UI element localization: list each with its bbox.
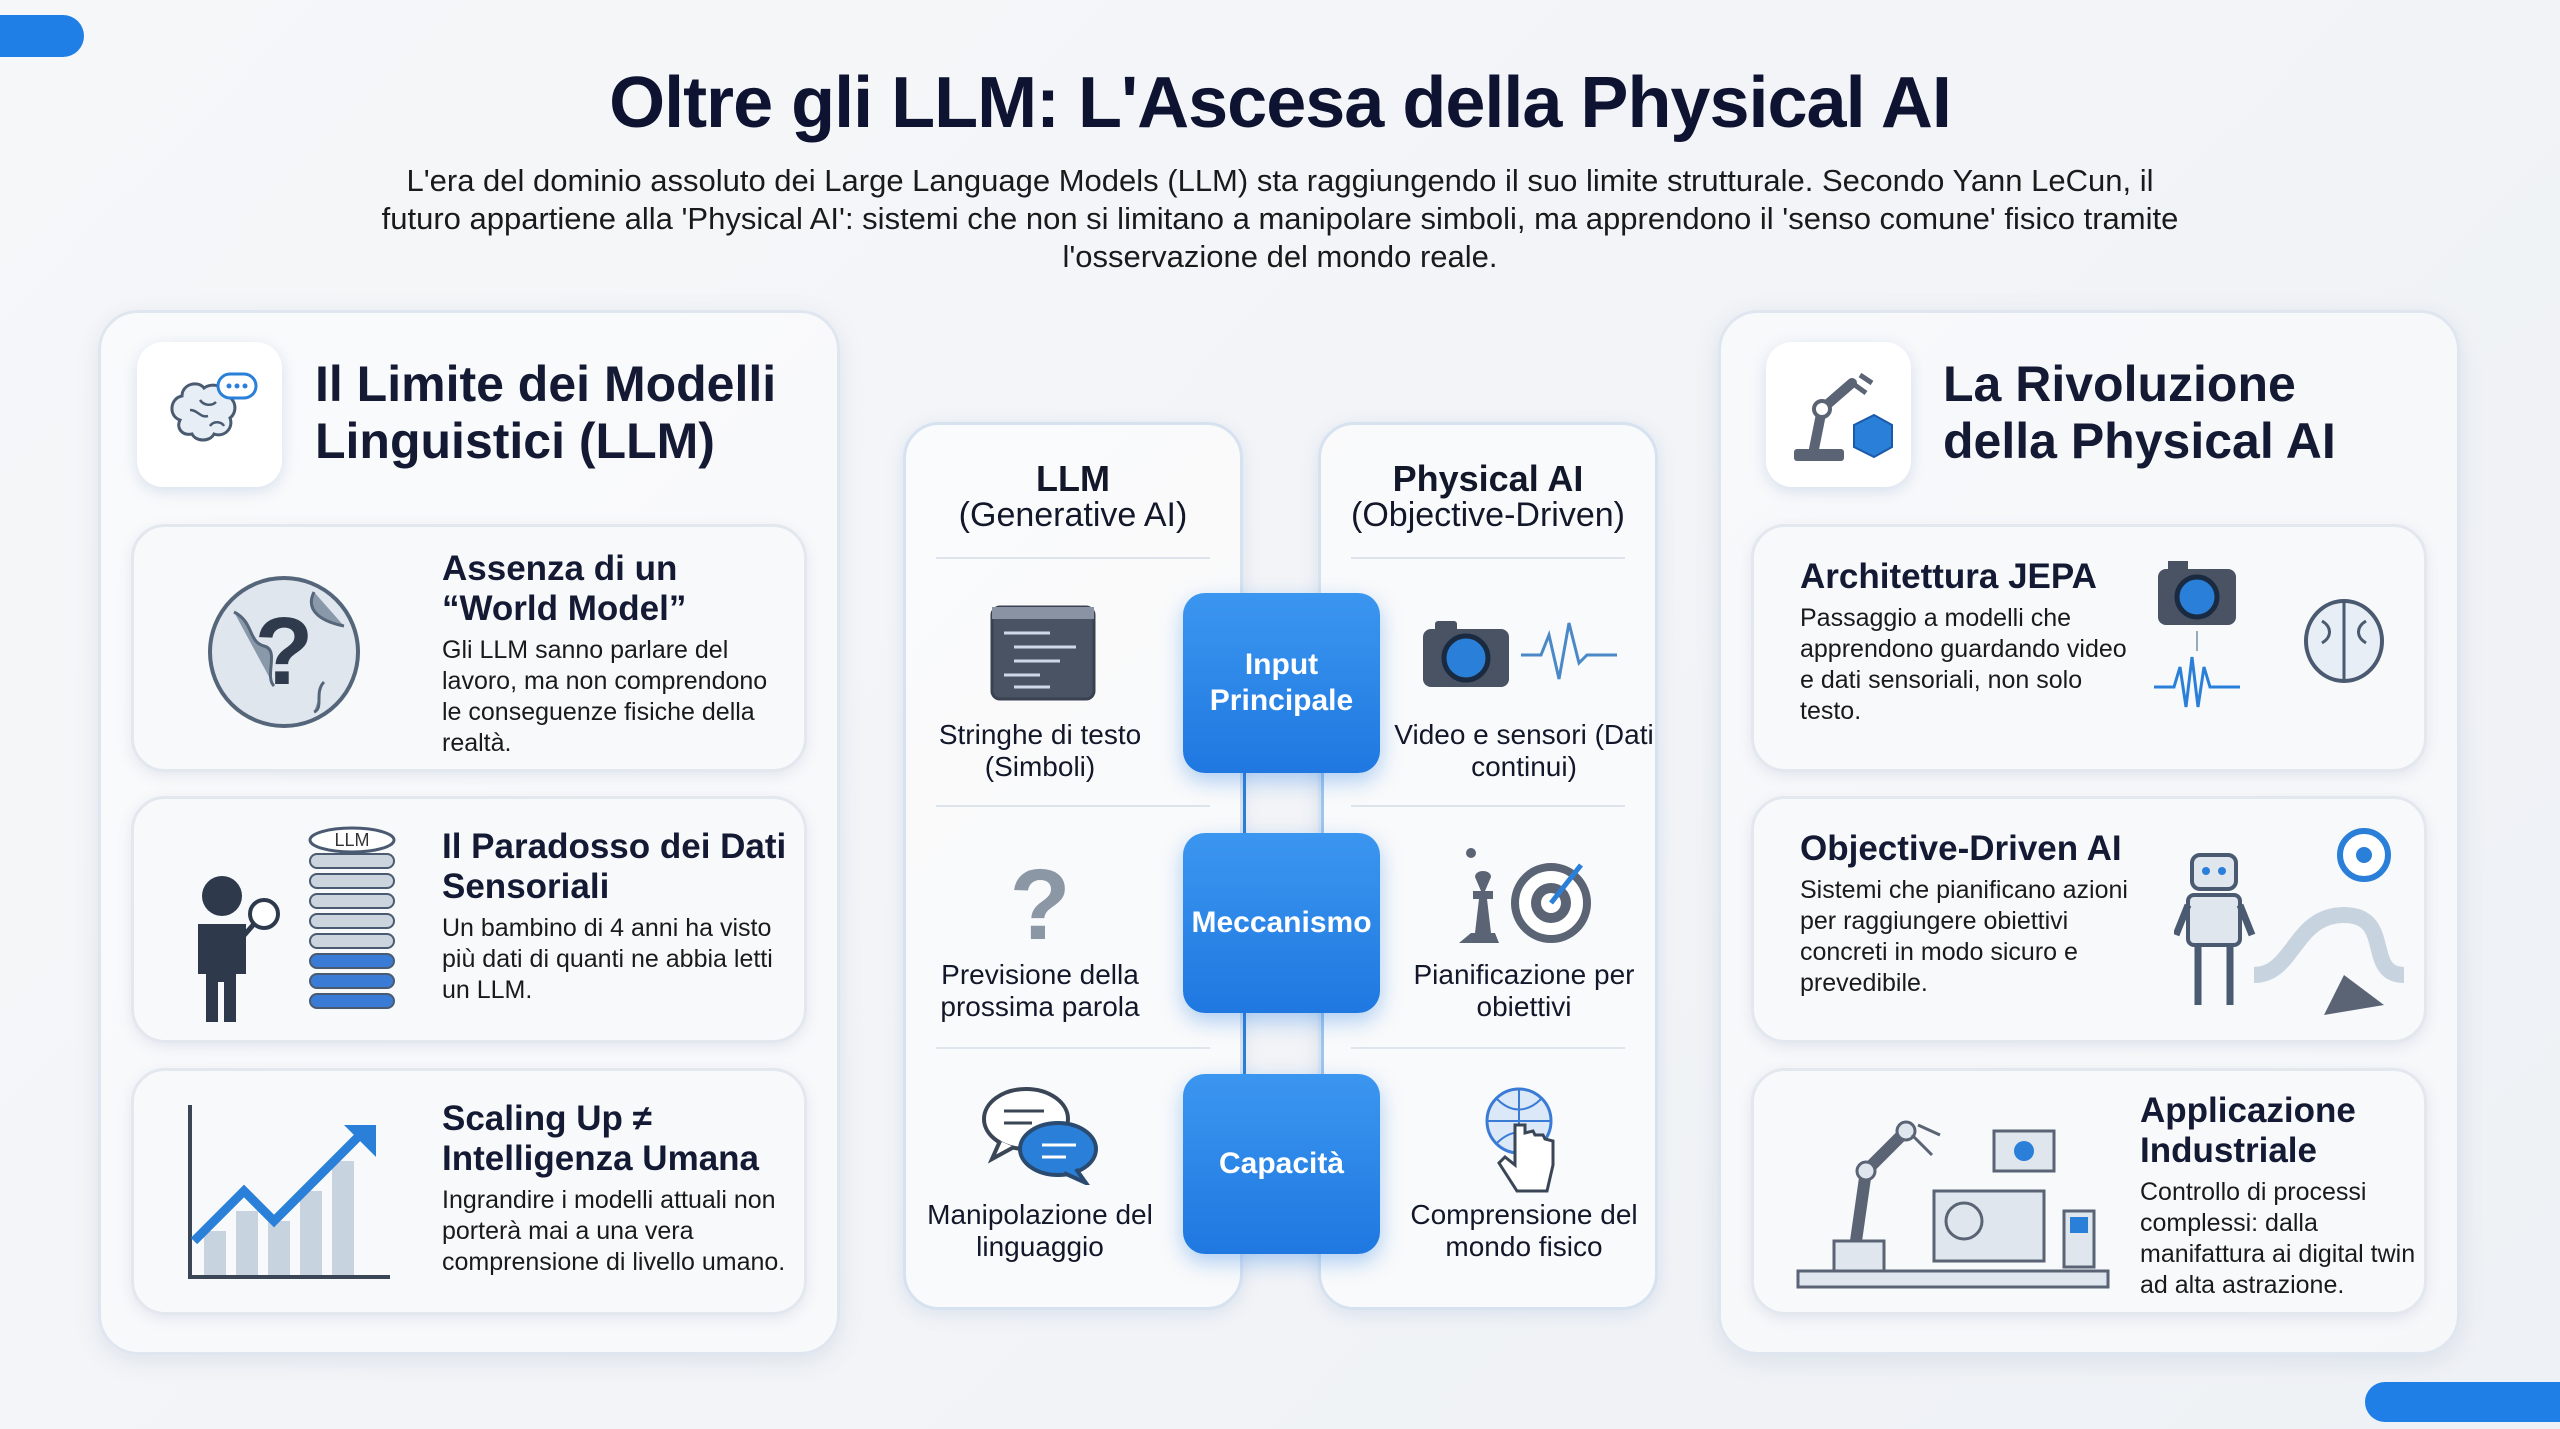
card-description: Controllo di processi complessi: dalla m…: [2140, 1178, 2416, 1299]
criterion-mechanism: Meccanismo: [1183, 833, 1380, 1013]
physical-input: Video e sensori (Dati continui): [1394, 719, 1654, 782]
card-title: Applicazione Industriale: [2140, 1091, 2356, 1170]
card-industrial: Applicazione Industriale Controllo di pr…: [1751, 1068, 2427, 1315]
card-data-paradox: LLM Il Paradosso dei Dati Sensoriali Un …: [131, 796, 807, 1043]
physical-capability: Comprensione del mondo fisico: [1410, 1199, 1638, 1262]
card-description: Sistemi che pianificano azioni per raggi…: [1800, 876, 2128, 997]
camera-brain-icon: [2154, 557, 2414, 752]
card-title: Objective-Driven AI: [1800, 829, 2122, 868]
physical-ai-column-header: Physical AI(Objective-Driven): [1351, 458, 1625, 534]
llm-input: Stringhe di testo (Simboli): [938, 719, 1142, 782]
left-panel-title: Il Limite dei Modelli Linguistici (LLM): [315, 356, 777, 469]
card-description: Gli LLM sanno parlare del lavoro, ma non…: [442, 636, 768, 757]
industrial-robot-icon: [1794, 1091, 2114, 1306]
physical-mechanism: Pianificazione per obiettivi: [1413, 959, 1635, 1022]
card-description: Un bambino di 4 anni ha visto più dati d…: [442, 914, 773, 1004]
code-window-icon: [990, 605, 1096, 706]
card-title: Il Paradosso dei Dati Sensoriali: [442, 827, 787, 906]
growth-chart-icon: [184, 1101, 394, 1286]
page-title: Oltre gli LLM: L'Ascesa della Physical A…: [609, 63, 1952, 143]
card-title: Assenza di un “World Model”: [442, 549, 687, 628]
llm-column-header: LLM(Generative AI): [958, 458, 1188, 534]
card-jepa: Architettura JEPA Passaggio a modelli ch…: [1751, 524, 2427, 772]
card-description: Passaggio a modelli che apprendono guard…: [1800, 604, 2127, 725]
chat-bubbles-icon: [980, 1085, 1100, 1190]
criterion-capability: Capacità: [1183, 1074, 1380, 1254]
chess-target-icon: [1441, 845, 1591, 950]
llm-capability: Manipolazione del linguaggio: [927, 1199, 1153, 1262]
child-database-icon: LLM: [182, 824, 402, 1029]
right-panel-title: La Rivoluzione della Physical AI: [1943, 356, 2336, 469]
svg-text:LLM: LLM: [334, 830, 369, 850]
llm-mechanism: Previsione della prossima parola: [940, 959, 1140, 1022]
card-world-model: ? Assenza di un “World Model” Gli LLM sa…: [131, 524, 807, 772]
card-description: Ingrandire i modelli attuali non porterà…: [442, 1186, 786, 1276]
camera-wave-icon: [1421, 615, 1621, 696]
criterion-input: Input Principale: [1183, 593, 1380, 773]
question-mark-icon: ?: [1009, 849, 1071, 961]
globe-question-icon: ?: [204, 572, 364, 737]
card-objective-driven: Objective-Driven AI Sistemi che pianific…: [1751, 796, 2427, 1043]
robot-arm-icon: [1766, 342, 1911, 487]
physical-ai-column: Physical AI(Objective-Driven) Video e se…: [1318, 422, 1658, 1310]
card-title: Architettura JEPA: [1800, 557, 2097, 596]
decorative-bar: [2365, 1382, 2560, 1422]
robot-target-icon: [2172, 825, 2405, 1030]
page-subtitle: L'era del dominio assoluto dei Large Lan…: [381, 163, 2179, 274]
decorative-pill: [0, 15, 84, 57]
card-scaling-up: Scaling Up ≠ Intelligenza Umana Ingrandi…: [131, 1068, 807, 1315]
brain-chat-icon: [137, 342, 282, 487]
card-title: Scaling Up ≠ Intelligenza Umana: [442, 1099, 760, 1178]
svg-text:?: ?: [255, 598, 314, 705]
globe-touch-icon: [1481, 1085, 1561, 1200]
